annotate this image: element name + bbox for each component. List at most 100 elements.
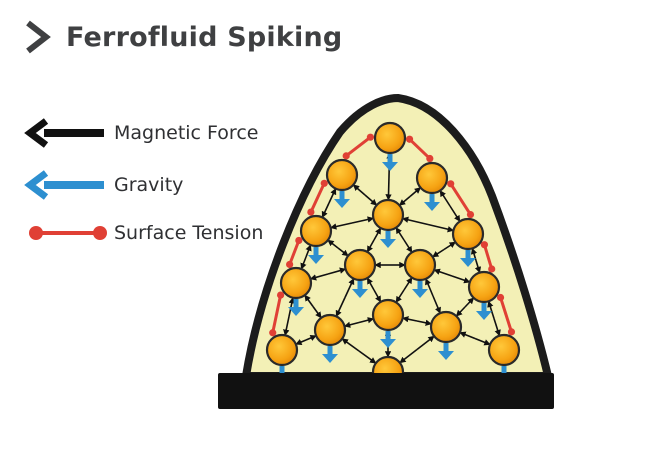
gravity-arrow: [460, 250, 476, 267]
magnetic-force-arrow: [451, 275, 471, 284]
ferrofluid-particle: [415, 161, 449, 195]
magnetic-force-arrow: [443, 241, 456, 251]
magnetic-force-arrow: [399, 348, 418, 364]
ferrofluid-particle: [371, 355, 405, 376]
surface-tension-link: [342, 133, 375, 160]
chevron-right-icon: [26, 20, 51, 54]
magnetic-force-arrow: [352, 184, 366, 196]
surface-tension-link: [496, 293, 516, 336]
magnetic-force-arrow: [403, 277, 413, 291]
gravity-arrow: [322, 346, 338, 363]
magnetic-force-arrow: [358, 350, 377, 364]
magnetic-force-arrow: [364, 194, 378, 206]
magnetic-force-arrow: [464, 297, 475, 308]
magnetic-force-arrow: [432, 248, 445, 258]
magnetic-force-arrow: [321, 202, 330, 218]
gravity-arrow: [412, 281, 428, 298]
magnetic-force-arrow: [373, 289, 382, 303]
magnetic-force-arrow: [474, 260, 482, 274]
gravity-arrow: [476, 303, 492, 320]
surface-tension-link: [447, 180, 475, 219]
legend-item-surface-tension: Surface Tension: [24, 216, 263, 250]
magnetic-force-arrow: [416, 335, 435, 351]
gravity-arrow: [334, 191, 350, 208]
ferrofluid-particle: [265, 333, 299, 367]
magnetic-force-arrow: [337, 247, 349, 257]
ferrofluid-particle: [451, 217, 485, 251]
magnetic-force-arrow: [343, 321, 360, 328]
magnetic-force-arrow: [300, 256, 307, 270]
ferrofluid-particle: [429, 310, 463, 344]
magnetic-force-arrow: [439, 190, 451, 207]
gravity-arrow: [380, 231, 396, 248]
ferrofluid-particle: [371, 298, 405, 332]
magnet-base: [218, 373, 554, 409]
magnetic-force-arrow-icon: [24, 118, 104, 148]
gravity-arrow: [308, 247, 324, 264]
magnetic-force-arrow: [403, 239, 413, 253]
magnetic-force-arrow: [373, 227, 382, 241]
legend-label-surface-tension: Surface Tension: [114, 222, 264, 244]
magnetic-force-arrow: [351, 216, 374, 224]
surface-tension-link: [480, 241, 496, 273]
magnetic-force-arrow: [385, 176, 392, 201]
magnetic-force-arrow: [344, 278, 355, 298]
magnetic-force-arrow: [433, 268, 453, 277]
magnetic-force-arrow: [358, 317, 375, 324]
ferrofluid-particle: [343, 248, 377, 282]
ferrofluid-particle: [487, 333, 521, 367]
legend-label-magnetic-force: Magnetic Force: [114, 122, 259, 144]
gravity-arrow: [424, 194, 440, 211]
magnetic-force-arrow: [327, 239, 339, 249]
gravity-arrow: [438, 343, 454, 360]
ferrofluid-particle: [279, 266, 313, 300]
magnetic-force-arrow: [409, 187, 422, 198]
ferrofluid-particle: [403, 248, 437, 282]
magnetic-force-arrow: [474, 337, 491, 346]
magnetic-force-arrow: [427, 223, 455, 233]
magnetic-force-arrow: [366, 239, 375, 253]
magnetic-force-arrow: [493, 318, 501, 337]
title-row: Ferrofluid Spiking: [22, 20, 342, 54]
magnetic-force-arrow: [305, 244, 312, 258]
gravity-arrow: [288, 299, 304, 316]
magnetic-force-arrow: [398, 195, 411, 206]
ferrofluid-particle: [299, 214, 333, 248]
magnetic-force-arrow: [330, 222, 353, 230]
gravity-arrow: [382, 154, 398, 171]
magnetic-force-arrow: [328, 188, 337, 204]
magnetic-force-arrow: [366, 277, 375, 291]
ferrofluid-particle: [325, 158, 359, 192]
magnetic-force-arrow: [459, 331, 476, 340]
magnetic-force-arrow: [416, 319, 432, 326]
ferrofluid-particle: [467, 270, 501, 304]
magnetic-force-arrow: [487, 300, 495, 319]
legend-item-magnetic-force: Magnetic Force: [24, 116, 258, 150]
magnetic-force-arrow: [305, 335, 317, 341]
surface-tension-link: [269, 291, 285, 337]
surface-tension-link: [307, 179, 328, 216]
gravity-arrow: [352, 281, 368, 298]
legend-item-gravity: Gravity: [24, 168, 183, 202]
magnetic-force-arrow: [295, 339, 307, 345]
magnetic-force-arrow: [402, 316, 418, 323]
magnetic-force-arrow: [327, 267, 347, 275]
ferrofluid-particle: [371, 198, 405, 232]
magnetic-force-arrow: [335, 297, 346, 317]
magnetic-force-arrow: [395, 227, 405, 241]
magnetic-force-arrow: [395, 289, 405, 303]
magnetic-force-arrow: [283, 316, 290, 336]
surface-tension-link: [405, 135, 434, 163]
page-title: Ferrofluid Spiking: [66, 21, 343, 53]
magnetic-force-arrow: [401, 216, 429, 226]
gravity-arrow: [380, 331, 396, 348]
magnetic-force-arrow: [425, 278, 434, 297]
surface-tension-link: [286, 236, 303, 269]
ferrofluid-particle: [313, 313, 347, 347]
gravity-arrow-icon: [24, 170, 104, 200]
magnetic-force-arrow: [449, 205, 461, 222]
magnetic-force-arrow: [309, 273, 329, 281]
ferrofluid-particle: [373, 121, 407, 155]
magnetic-force-arrow: [304, 294, 314, 307]
